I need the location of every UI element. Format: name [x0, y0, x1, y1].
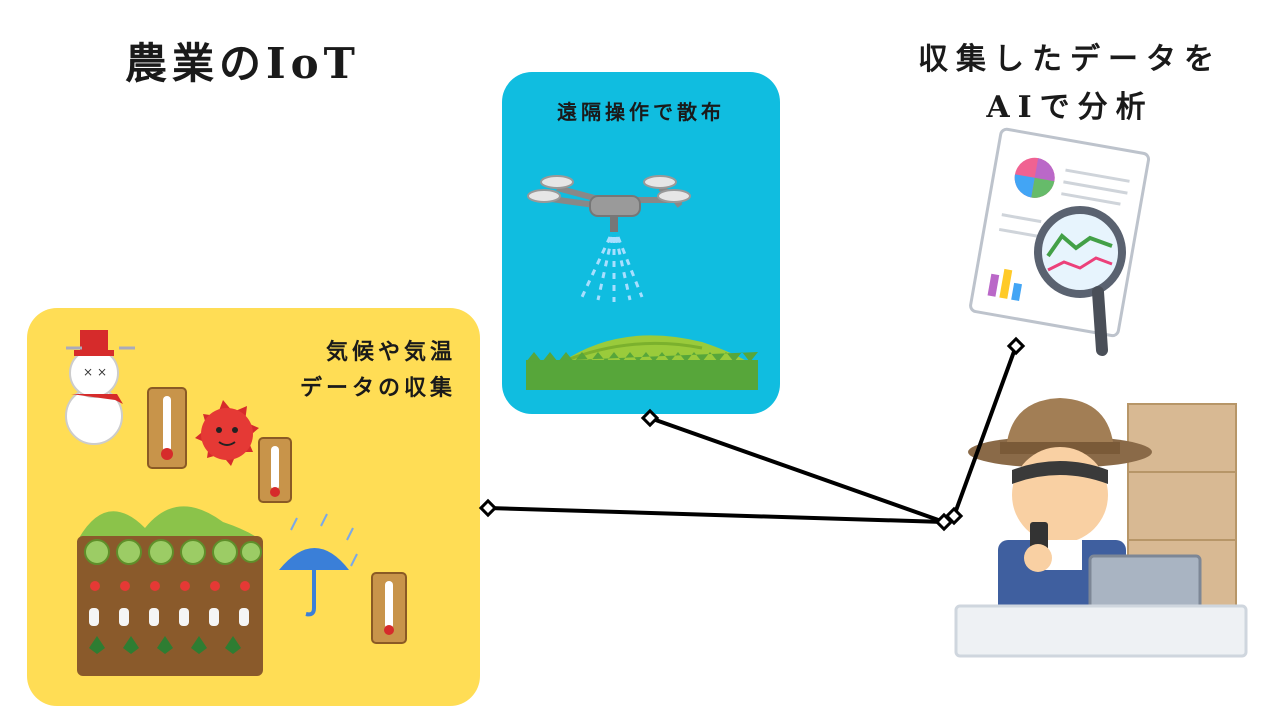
farmer-icon: [954, 398, 1248, 658]
field-card-line2: データの収集: [299, 375, 456, 401]
ai-analysis-label: 収集したデータを AIで分析: [905, 36, 1235, 132]
thermometer-icon: [258, 437, 292, 503]
drone-illustration: [526, 175, 758, 390]
connector-node: [478, 498, 498, 518]
crop-field-icon: [77, 506, 263, 676]
connector-node: [944, 506, 964, 526]
connector-node: [934, 512, 954, 532]
field-grass-icon: [526, 335, 758, 390]
field-illustration: × ×: [65, 330, 407, 676]
drone-icon: [527, 175, 691, 232]
connector-node: [1006, 336, 1026, 356]
ai-analysis-line2: AIで分析: [986, 90, 1154, 125]
sun-icon: [195, 400, 259, 466]
snowman-icon: × ×: [65, 330, 135, 445]
ai-analysis-line1: 収集したデータを: [918, 42, 1222, 77]
thermometer-icon: [371, 572, 407, 644]
field-data-card: 気候や気温 データの収集 × ×: [27, 308, 480, 706]
drone-card: 遠隔操作で散布: [502, 72, 780, 414]
field-card-line1: 気候や気温: [325, 339, 456, 365]
report-magnifier-icon: [969, 127, 1151, 356]
field-card-label: 気候や気温 データの収集: [300, 334, 456, 406]
umbrella-icon: [279, 513, 358, 617]
svg-text:×: ×: [83, 365, 93, 379]
thermometer-icon: [147, 387, 187, 469]
page-title: 農業のIoT: [125, 39, 360, 88]
connector-farmer-to-analysis: [952, 345, 1018, 517]
drone-card-label: 遠隔操作で散布: [557, 100, 725, 124]
connector-drone-to-farmer: [649, 416, 945, 524]
svg-text:×: ×: [97, 365, 107, 379]
connector-field-to-farmer: [487, 506, 945, 524]
spray-icon: [580, 236, 644, 302]
